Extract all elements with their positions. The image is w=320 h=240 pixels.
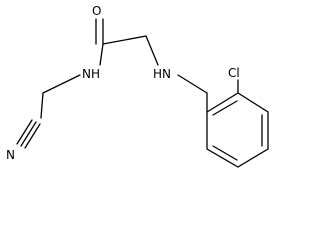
ring-inner-bond-3: [212, 145, 238, 161]
benzene-ring: [206, 92, 269, 168]
nitrile-triple-bond-b: [20, 121, 37, 147]
bond-ch2-nitrile-c: [40, 92, 44, 119]
ring-inner-bond-1: [212, 100, 238, 116]
bond-carbonyl-amide-n: [99, 43, 104, 66]
nitrile-triple-bond-c: [24, 123, 41, 149]
structure-diagram: O NH HN Cl N: [6, 4, 269, 168]
amine-nh-label: HN: [153, 67, 171, 81]
nitrile-n-label: N: [6, 148, 15, 162]
bond-ch2-amine-n: [145, 35, 159, 66]
bond-carbonyl-ch2: [102, 35, 147, 45]
chlorine-label: Cl: [228, 66, 240, 80]
amide-nh-label: NH: [82, 67, 100, 81]
oxygen-label: O: [92, 4, 101, 18]
bond-amide-n-ch2: [42, 74, 81, 94]
nitrile-triple-bond-a: [16, 119, 33, 145]
bond-amine-n-benzyl: [177, 74, 208, 94]
